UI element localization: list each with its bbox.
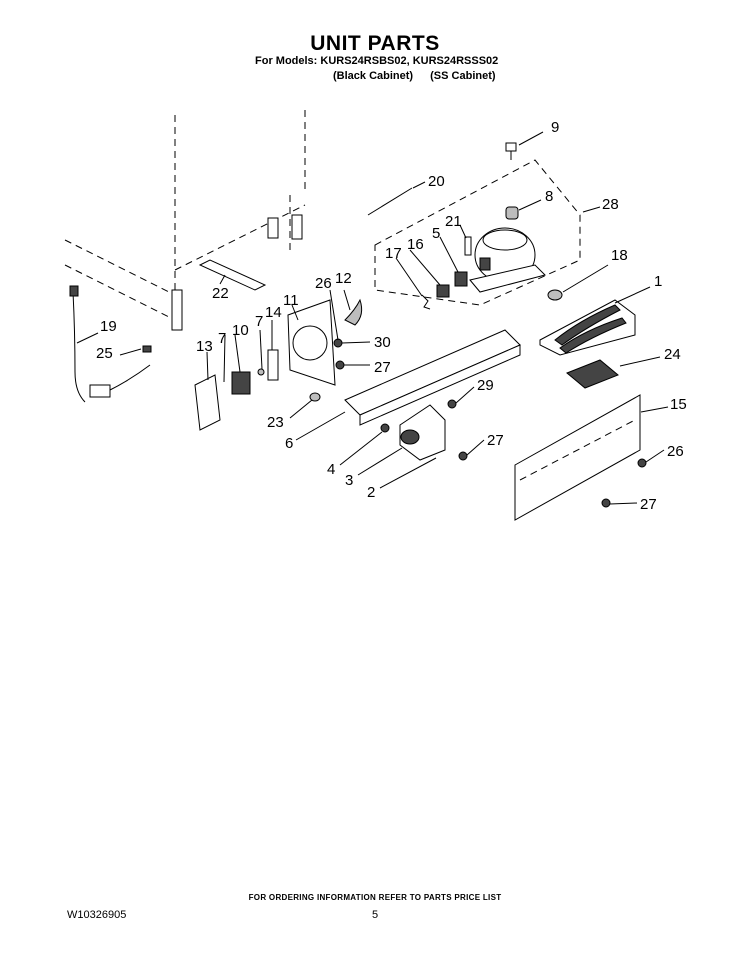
grommet-part — [505, 206, 519, 220]
callout-11: 11 — [283, 292, 299, 309]
callout-21: 21 — [445, 213, 462, 230]
pad-part — [566, 359, 619, 389]
power-cord-part — [69, 285, 111, 403]
callout-30: 30 — [374, 334, 391, 351]
callout-10: 10 — [232, 322, 249, 339]
document-number: W10326905 — [67, 909, 127, 921]
callout-26: 26 — [315, 275, 332, 292]
variant-ss: (SS Cabinet) — [430, 70, 496, 82]
relay-part — [436, 284, 450, 298]
callout-18: 18 — [611, 247, 628, 264]
callout-19: 19 — [100, 318, 117, 335]
callout-28: 28 — [602, 196, 619, 213]
callout-15: 15 — [670, 396, 687, 413]
bracket-small-part — [267, 349, 279, 381]
bracket-part — [399, 404, 446, 461]
page-title: UNIT PARTS — [310, 32, 440, 55]
back-panel-part — [514, 394, 641, 521]
callout-20: 20 — [428, 173, 445, 190]
callout-5: 5 — [432, 225, 440, 242]
callout-27-b: 27 — [487, 432, 504, 449]
callout-numbers: 9 20 8 28 21 5 16 17 18 26 12 1 11 19 22… — [96, 119, 687, 513]
models-line: For Models: KURS24RSBS02, KURS24RSSS02 — [255, 55, 499, 67]
condenser-motor-part — [231, 371, 251, 395]
page-number: 5 — [372, 909, 379, 921]
compressor-part — [469, 227, 546, 293]
cabinet-variants: (Black Cabinet) (SS Cabinet) — [333, 70, 510, 82]
shaft-part — [257, 368, 265, 376]
tube-part — [367, 187, 413, 216]
callout-23: 23 — [267, 414, 284, 431]
ordering-note: FOR ORDERING INFORMATION REFER TO PARTS … — [248, 893, 502, 902]
relay-cap-part — [464, 236, 472, 256]
callout-25: 25 — [96, 345, 113, 362]
callout-26-b: 26 — [667, 443, 684, 460]
callout-2: 2 — [367, 484, 375, 501]
fitting-part — [309, 392, 321, 402]
callout-14: 14 — [265, 304, 282, 321]
clip-part — [421, 294, 431, 310]
variant-black: (Black Cabinet) — [333, 70, 414, 82]
nut-part — [380, 423, 390, 433]
motor-bracket-part — [194, 374, 221, 431]
grommet-small-part — [547, 289, 563, 301]
overload-part — [454, 271, 468, 287]
shroud-part — [287, 299, 336, 386]
callout-7-lower: 7 — [218, 330, 226, 347]
compressor-area-outline — [374, 159, 581, 306]
base-rail-part — [344, 329, 521, 426]
callout-27-c: 27 — [640, 496, 657, 513]
callout-7-upper: 7 — [255, 313, 263, 330]
leader-lines — [76, 131, 669, 505]
callout-22: 22 — [212, 285, 229, 302]
screw-part — [333, 338, 647, 508]
harness-part — [109, 345, 152, 391]
callout-9: 9 — [551, 119, 559, 136]
callout-24: 24 — [664, 346, 681, 363]
callout-12: 12 — [335, 270, 352, 287]
strip-part — [198, 259, 267, 291]
bolt-part — [505, 142, 517, 160]
callout-17: 17 — [385, 245, 402, 262]
callout-29: 29 — [477, 377, 494, 394]
callout-4: 4 — [327, 461, 335, 478]
fan-blade-part — [344, 298, 363, 326]
callout-27-a: 27 — [374, 359, 391, 376]
callout-16: 16 — [407, 236, 424, 253]
callout-13: 13 — [196, 338, 213, 355]
fan-motor-part — [400, 429, 420, 445]
callout-1: 1 — [654, 273, 662, 290]
callout-3: 3 — [345, 472, 353, 489]
cabinet-outline — [64, 110, 306, 331]
callout-8: 8 — [545, 188, 553, 205]
drain-pan-part — [539, 299, 636, 356]
callout-6: 6 — [285, 435, 293, 452]
